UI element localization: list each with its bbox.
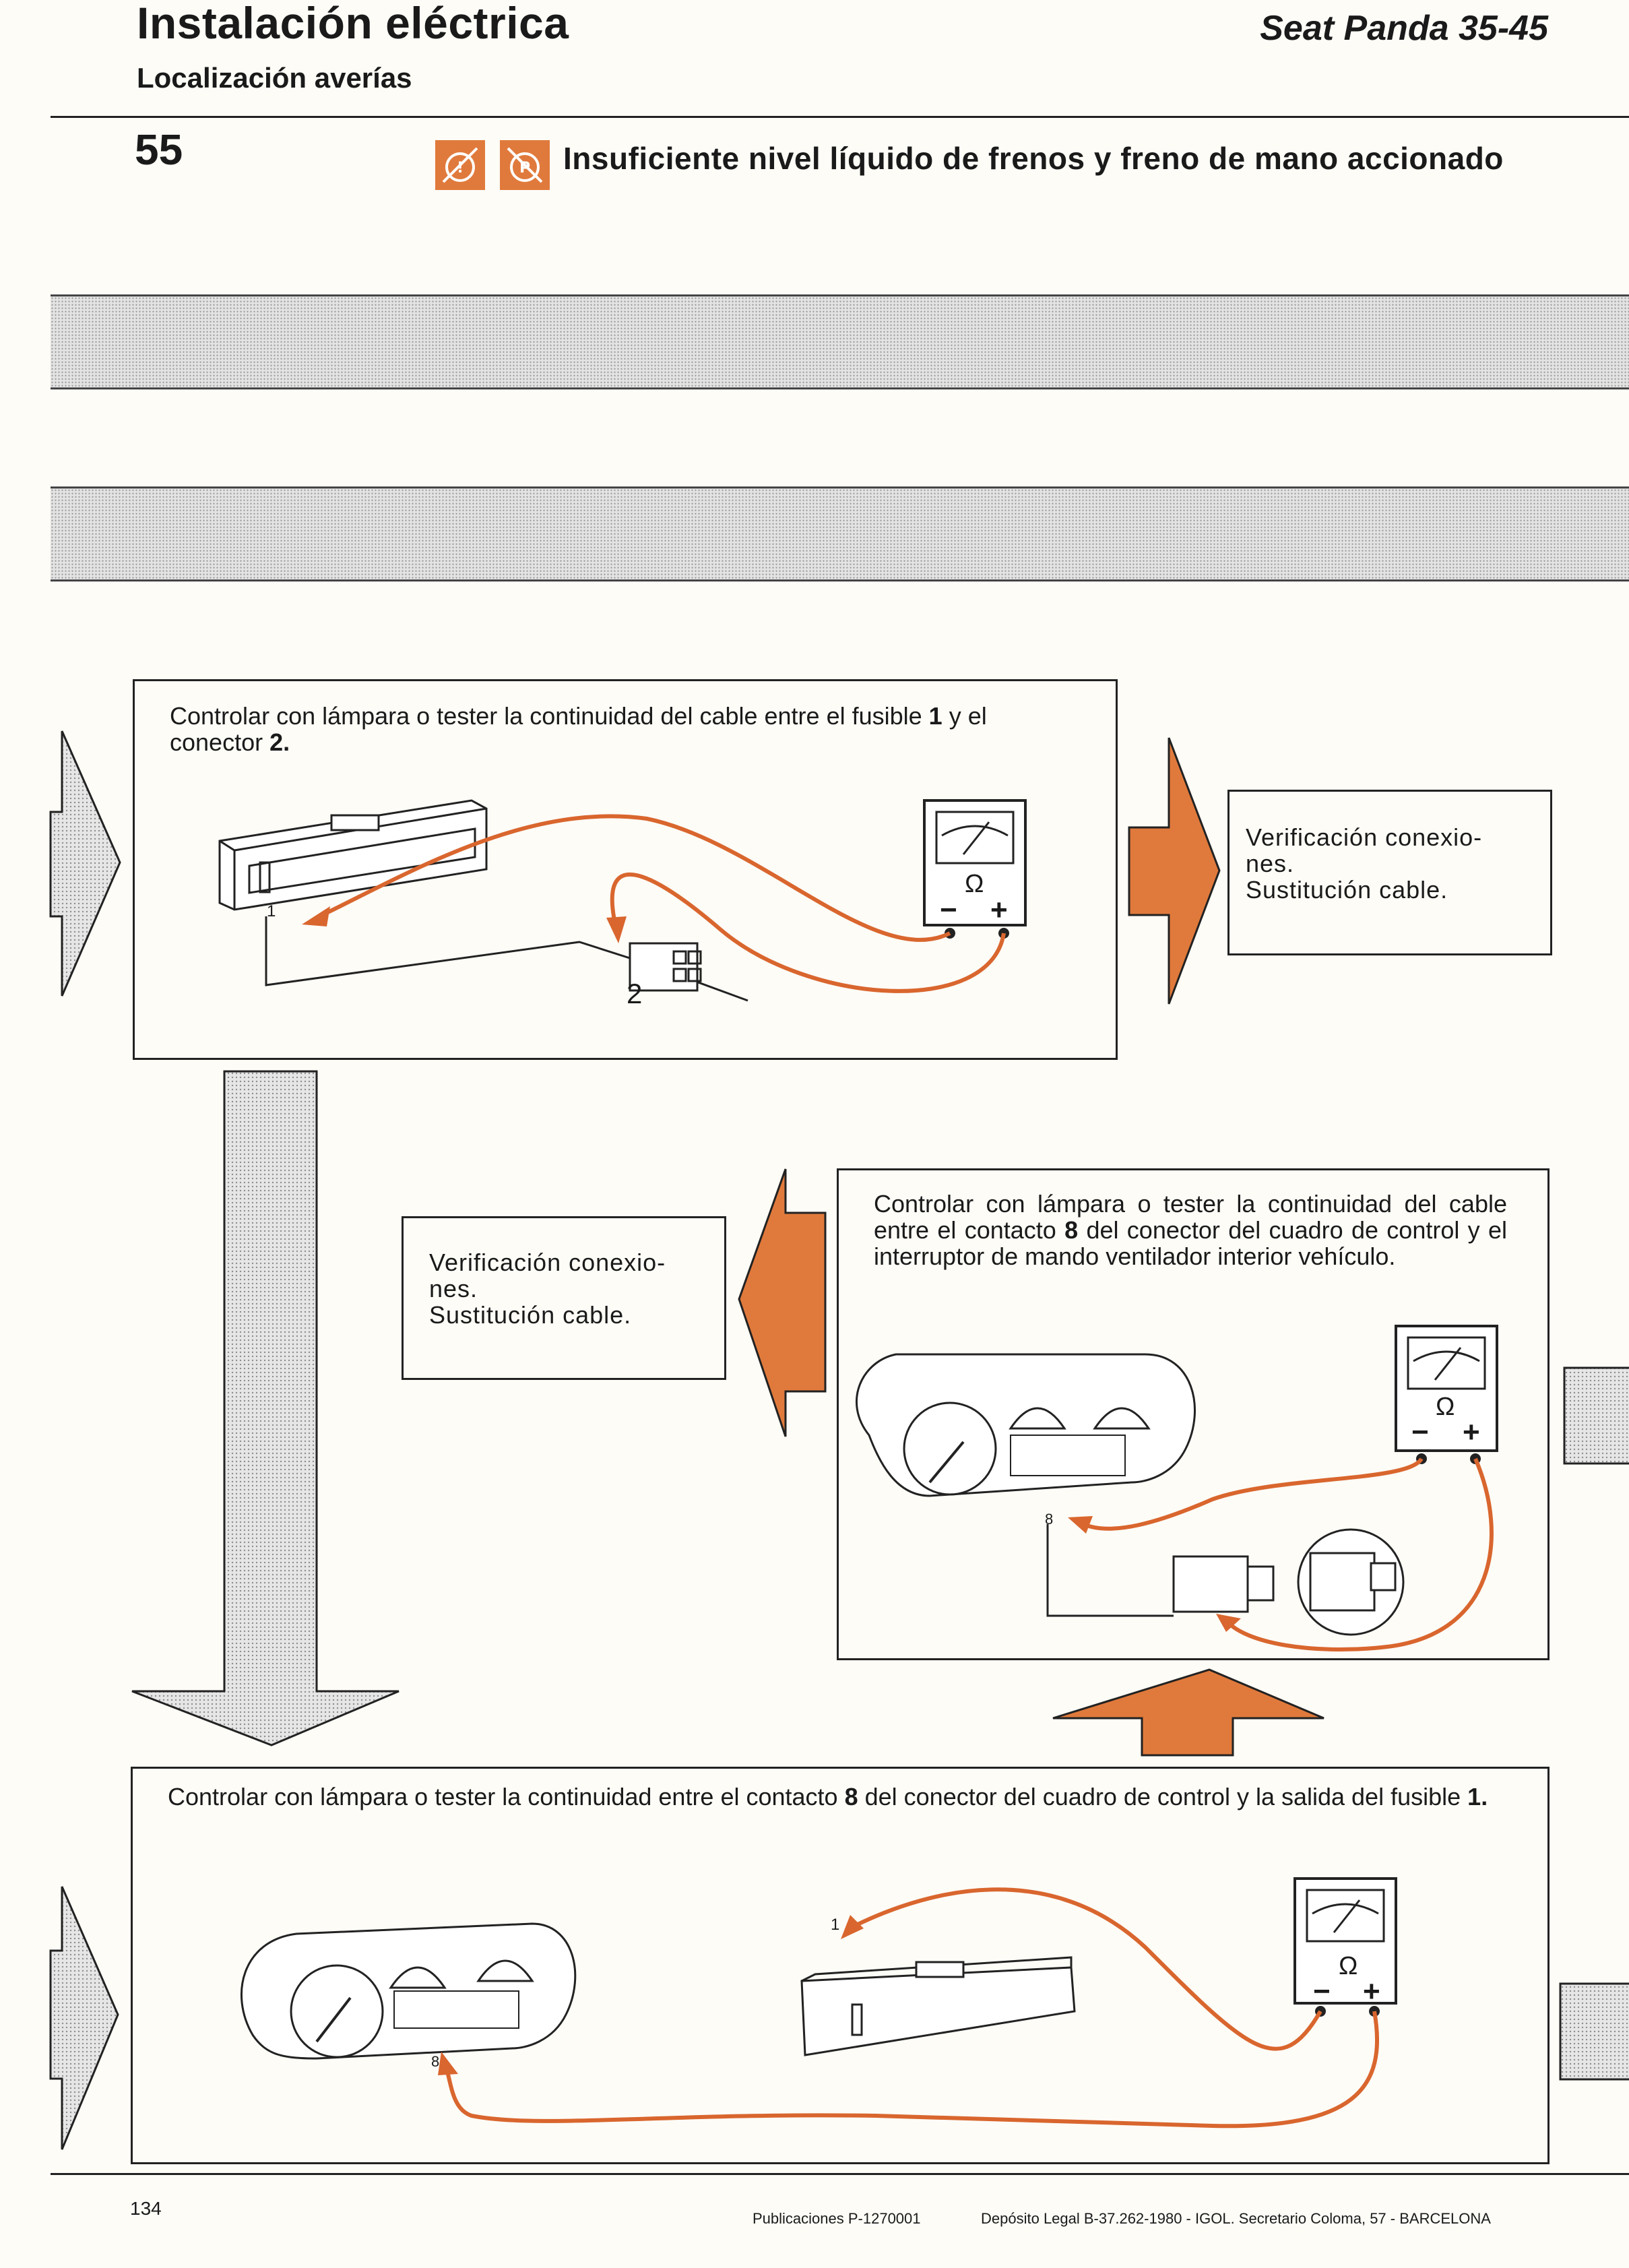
result1-line1: Verificación conexio- — [1246, 824, 1535, 850]
step1-text-mid: y el conector — [170, 702, 987, 756]
left-entry-arrow-2 — [49, 1886, 119, 2150]
step1-fuse-label: 1 — [267, 902, 276, 920]
result2-line2: nes. — [429, 1275, 478, 1302]
section-heading: Insuficiente nivel líquido de frenos y f… — [563, 141, 1504, 176]
shaded-band-second — [51, 486, 1629, 581]
step2-text-end: del conector del cuadro de control y el … — [874, 1216, 1507, 1270]
result2-line1: Verificación conexio- — [429, 1249, 666, 1276]
step3-contact-label: 8 — [431, 2053, 440, 2070]
step1-text-end: . — [283, 728, 290, 756]
right-arrow-orange — [1128, 737, 1221, 1005]
step3-text-end: . — [1481, 1783, 1488, 1810]
result1-text: Verificación conexio- nes. Sustitución c… — [1246, 824, 1535, 903]
tester2-minus-label: − — [1411, 1416, 1429, 1449]
step2-text: Controlar con lámpara o tester la contin… — [874, 1190, 1507, 1244]
tester1-ohm-symbol: Ω — [965, 870, 984, 898]
tester2-plus-label: + — [1463, 1416, 1480, 1449]
tester3-ohm-symbol: Ω — [1339, 1952, 1358, 1980]
page-number: 134 — [130, 2198, 162, 2219]
result2-text: Verificación conexio- nes. Sustitución c… — [429, 1249, 712, 1328]
step2-contact-ref: 8 — [1064, 1216, 1079, 1244]
result1-box: Verificación conexio- nes. Sustitución c… — [1227, 790, 1552, 955]
step1-connector-ref: 2 — [269, 728, 284, 756]
tester1-minus-label: − — [940, 893, 957, 926]
tester3-plus-label: + — [1363, 1975, 1380, 2008]
step2-instructions: Controlar con lámpara o tester la contin… — [874, 1191, 1507, 1269]
step1-connector-label: 2 — [627, 978, 643, 1009]
step3-instructions: Controlar con lámpara o tester la contin… — [168, 1784, 1515, 1810]
header-rule — [51, 116, 1629, 118]
step1-fuse-ref: 1 — [928, 702, 943, 730]
left-entry-arrow-1 — [49, 730, 121, 997]
step2-contact-label: 8 — [1045, 1511, 1054, 1527]
result1-line1-text: Verificación conexio- — [1246, 823, 1483, 851]
up-arrow-orange — [1052, 1668, 1324, 1757]
step3-text: Controlar con lámpara o tester la contin… — [168, 1783, 845, 1810]
result1-line2: nes. — [1246, 850, 1295, 877]
legal-deposit: Depósito Legal B-37.262-1980 - IGOL. Sec… — [981, 2210, 1491, 2227]
tester2-ohm-symbol: Ω — [1436, 1393, 1455, 1421]
step3-box: Controlar con lámpara o tester la contin… — [131, 1767, 1550, 2164]
step2-box: Controlar con lámpara o tester la contin… — [837, 1168, 1550, 1660]
step1-text: Controlar con lámpara o tester la contin… — [170, 702, 929, 730]
left-arrow-orange — [738, 1168, 827, 1437]
page-title: Instalación eléctrica — [137, 0, 569, 48]
shaded-band-top — [51, 294, 1629, 389]
section-number: 55 — [135, 125, 183, 174]
result2-box: Verificación conexio- nes. Sustitución c… — [402, 1216, 726, 1380]
step1-instructions: Controlar con lámpara o tester la contin… — [170, 703, 1086, 755]
tester1-plus-label: + — [990, 893, 1008, 926]
page-subtitle: Localización averías — [137, 62, 412, 94]
step3-text-mid: del conector del cuadro de control y la … — [858, 1783, 1468, 1810]
tester3-minus-label: − — [1313, 1975, 1331, 2008]
right-tab-1 — [1563, 1366, 1629, 1465]
handbrake-warning-icon: P — [500, 140, 550, 190]
result2-line3: Sustitución cable. — [429, 1301, 632, 1329]
result1-line3: Sustitución cable. — [1246, 876, 1448, 904]
publication-code: Publicaciones P-1270001 — [753, 2210, 921, 2227]
vehicle-model: Seat Panda 35-45 — [1260, 9, 1548, 48]
step3-fuse-ref: 1 — [1467, 1783, 1481, 1810]
brake-warning-icon: ! — [435, 140, 485, 190]
svg-text:P: P — [519, 160, 530, 177]
step3-contact-ref: 8 — [844, 1783, 858, 1810]
step1-box: Controlar con lámpara o tester la contin… — [133, 679, 1118, 1060]
step3-fuse-label: 1 — [831, 1916, 840, 1934]
down-arrow-grey — [131, 1070, 400, 1746]
right-tab-2 — [1559, 1982, 1629, 2081]
svg-text:!: ! — [457, 160, 464, 177]
